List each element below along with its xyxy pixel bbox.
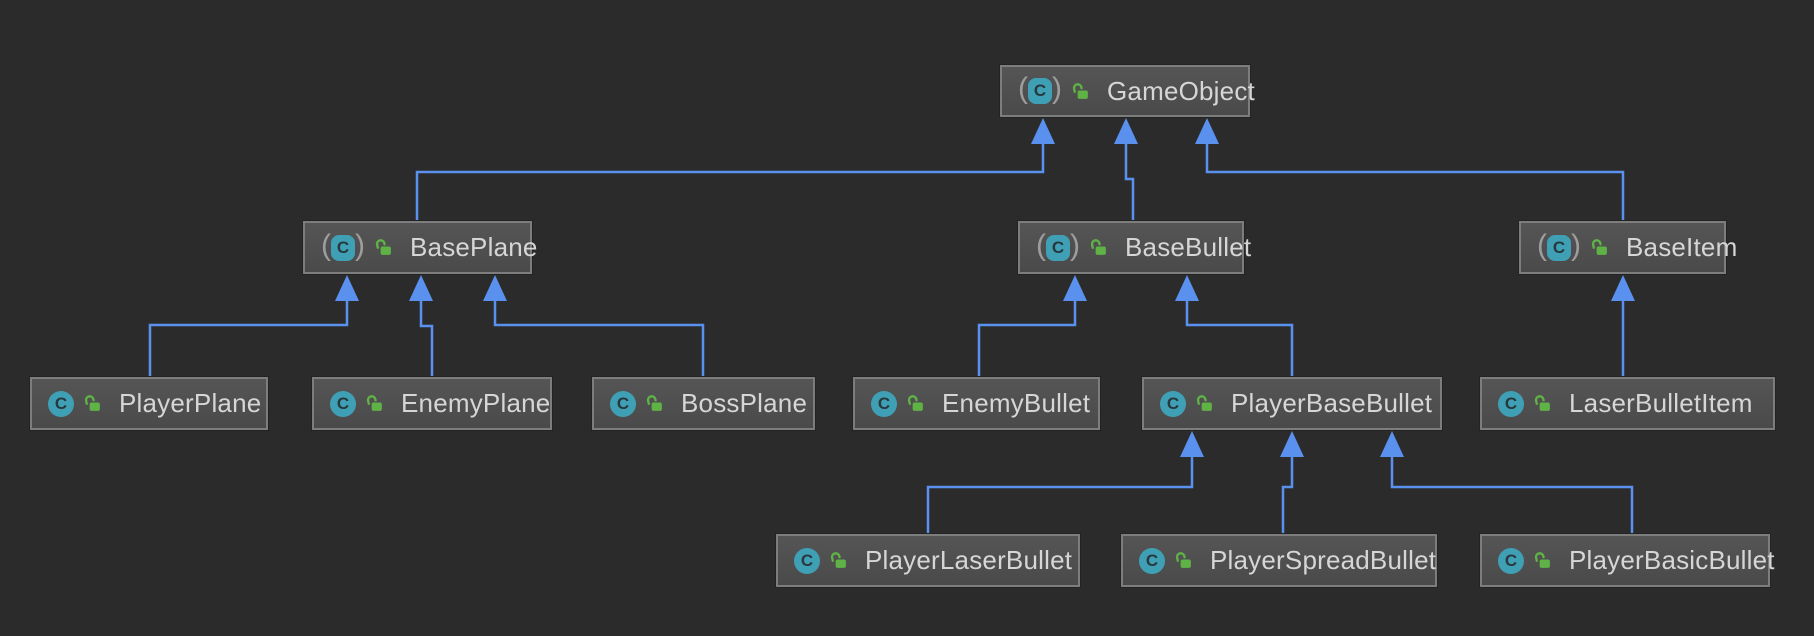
class-circle-icon: C [871, 390, 897, 417]
public-open-lock-icon [646, 395, 662, 411]
class-node-base-item[interactable]: (C) BaseItem [1519, 221, 1737, 274]
class-node-game-object[interactable]: (C) GameObject [1000, 65, 1255, 117]
inheritance-edge-EnemyBullet-to-BaseBullet [977, 299, 1077, 377]
class-circle-icon: C [1160, 390, 1186, 417]
abstract-class-icon: (C) [1018, 72, 1062, 105]
class-node-player-base-bullet[interactable]: C PlayerBaseBullet [1142, 377, 1442, 430]
inheritance-arrowhead-icon [335, 275, 359, 301]
inheritance-edge-BasePlane-to-GameObject [415, 142, 1045, 221]
inheritance-edge-BaseItem-to-GameObject [1205, 142, 1625, 221]
class-name-label: PlayerPlane [119, 388, 262, 418]
inheritance-arrowhead-icon [1195, 118, 1219, 144]
class-icon: C [1160, 390, 1186, 417]
inheritance-arrowhead-icon [1175, 275, 1199, 301]
abstract-close-paren: ) [1070, 228, 1080, 262]
inheritance-edge-PlayerBaseBullet-to-BaseBullet [1185, 299, 1294, 377]
abstract-close-paren: ) [1571, 228, 1581, 262]
inheritance-arrowhead-icon [1280, 431, 1304, 457]
class-icon: C [1139, 547, 1165, 574]
class-name-label: BossPlane [681, 388, 808, 418]
class-node-player-spread-bullet[interactable]: C PlayerSpreadBullet [1121, 534, 1437, 587]
abstract-close-paren: ) [355, 228, 365, 262]
class-circle-icon: C [610, 390, 636, 417]
public-open-lock-icon [830, 552, 846, 568]
class-icon: C [610, 390, 636, 417]
class-name-label: PlayerLaserBullet [865, 545, 1073, 575]
class-name-label: BaseItem [1626, 232, 1738, 262]
abstract-open-paren: ( [321, 228, 331, 262]
public-open-lock-icon [1090, 239, 1106, 255]
class-name-label: LaserBulletItem [1569, 388, 1753, 418]
inheritance-arrowhead-icon [483, 275, 507, 301]
class-circle-icon: C [1498, 390, 1524, 417]
class-node-laser-bullet-item[interactable]: C LaserBulletItem [1480, 377, 1775, 430]
class-node-player-basic-bullet[interactable]: C PlayerBasicBullet [1480, 534, 1775, 587]
abstract-open-paren: ( [1537, 228, 1547, 262]
class-circle-icon: C [1498, 547, 1524, 574]
class-icon: C [330, 390, 356, 417]
class-icon: C [794, 547, 820, 574]
inheritance-edge-PlayerSpreadBullet-to-PlayerBaseBullet [1281, 455, 1294, 534]
class-icon: C [1498, 390, 1524, 417]
class-circle-icon: C [1547, 234, 1571, 261]
class-circle-icon: C [1139, 547, 1165, 574]
class-name-label: EnemyPlane [401, 388, 551, 418]
inheritance-edge-EnemyPlane-to-BasePlane [419, 299, 434, 377]
public-open-lock-icon [84, 395, 100, 411]
class-name-label: PlayerSpreadBullet [1210, 545, 1437, 575]
class-node-enemy-bullet[interactable]: C EnemyBullet [853, 377, 1100, 430]
public-open-lock-icon [1591, 239, 1607, 255]
abstract-open-paren: ( [1036, 228, 1046, 262]
class-name-label: PlayerBaseBullet [1231, 388, 1433, 418]
inheritance-edge-BossPlane-to-BasePlane [493, 299, 705, 377]
class-name-label: PlayerBasicBullet [1569, 545, 1775, 575]
abstract-close-paren: ) [1052, 72, 1062, 105]
public-open-lock-icon [1175, 552, 1191, 568]
class-node-base-bullet[interactable]: (C) BaseBullet [1018, 221, 1251, 274]
abstract-open-paren: ( [1018, 72, 1028, 105]
abstract-class-icon: (C) [1036, 228, 1080, 262]
inheritance-arrowhead-icon [1180, 431, 1204, 457]
class-circle-icon: C [48, 390, 74, 417]
inheritance-arrowhead-icon [1380, 431, 1404, 457]
class-name-label: BaseBullet [1125, 232, 1252, 262]
class-circle-icon: C [1028, 78, 1052, 104]
class-node-boss-plane[interactable]: C BossPlane [592, 377, 815, 430]
inheritance-edge-PlayerLaserBullet-to-PlayerBaseBullet [926, 455, 1194, 534]
class-circle-icon: C [331, 234, 355, 261]
inheritance-edge-PlayerPlane-to-BasePlane [148, 299, 349, 377]
public-open-lock-icon [1534, 395, 1550, 411]
class-circle-icon: C [1046, 234, 1070, 261]
class-name-label: GameObject [1107, 75, 1255, 106]
class-icon: C [871, 390, 897, 417]
public-open-lock-icon [907, 395, 923, 411]
class-icon: C [48, 390, 74, 417]
class-node-enemy-plane[interactable]: C EnemyPlane [312, 377, 552, 430]
public-open-lock-icon [1534, 552, 1550, 568]
class-node-base-plane[interactable]: (C) BasePlane [303, 221, 537, 274]
inheritance-edge-BaseBullet-to-GameObject [1124, 142, 1135, 221]
public-open-lock-icon [1196, 395, 1212, 411]
class-name-label: EnemyBullet [942, 388, 1091, 418]
inheritance-arrowhead-icon [1611, 275, 1635, 301]
class-icon: C [1498, 547, 1524, 574]
public-open-lock-icon [1072, 82, 1088, 99]
inheritance-arrowhead-icon [1063, 275, 1087, 301]
class-circle-icon: C [794, 547, 820, 574]
class-circle-icon: C [330, 390, 356, 417]
public-open-lock-icon [375, 239, 391, 255]
inheritance-arrowhead-icon [409, 275, 433, 301]
class-node-player-plane[interactable]: C PlayerPlane [30, 377, 268, 430]
class-name-label: BasePlane [410, 232, 538, 262]
inheritance-edge-PlayerBasicBullet-to-PlayerBaseBullet [1390, 455, 1634, 534]
abstract-class-icon: (C) [321, 228, 365, 262]
public-open-lock-icon [366, 395, 382, 411]
inheritance-arrowhead-icon [1031, 118, 1055, 144]
class-node-player-laser-bullet[interactable]: C PlayerLaserBullet [776, 534, 1080, 587]
abstract-class-icon: (C) [1537, 228, 1581, 262]
inheritance-arrowhead-icon [1114, 118, 1138, 144]
